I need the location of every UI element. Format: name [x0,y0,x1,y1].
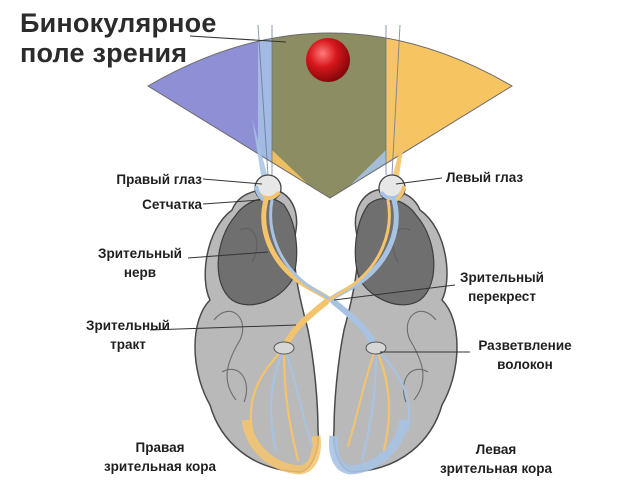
diagram-title-line2: поле зрения [20,38,188,68]
label-optic-nerve: Зрительный нерв [92,244,188,282]
visual-rays [257,24,401,176]
leader-lines [149,35,470,353]
label-optic-chiasm: Зрительный перекрест [452,268,552,306]
label-left-visual-cortex-line1: Левая [475,442,517,457]
label-optic-chiasm-line1: Зрительный [460,270,544,285]
label-optic-nerve-line1: Зрительный [98,246,182,261]
label-left-visual-cortex: Левая зрительная кора [434,440,558,478]
right-lateral-geniculate [273,341,295,355]
label-fiber-branching-line2: волокон [497,357,553,372]
label-right-eye: Правый глаз [116,172,202,187]
label-fiber-branching: Разветвление волокон [470,336,580,374]
label-optic-tract-line2: тракт [110,337,146,352]
label-right-visual-cortex-line2: зрительная кора [103,459,217,474]
label-optic-tract: Зрительный тракт [78,316,178,354]
red-ball-object [306,38,350,82]
optic-pathways [249,197,411,462]
label-retina: Сетчатка [142,197,202,212]
left-eye [378,174,406,203]
label-right-visual-cortex-line1: Правая [135,440,185,455]
label-fiber-branching-line1: Разветвление [478,338,572,353]
label-left-visual-cortex-line2: зрительная кора [439,461,553,476]
brain [194,188,458,475]
label-optic-chiasm-line2: перекрест [468,289,536,304]
left-lateral-geniculate [365,341,387,355]
right-eye [254,174,282,203]
label-optic-tract-line1: Зрительный [86,318,170,333]
label-optic-nerve-line2: нерв [123,265,157,280]
label-left-eye: Левый глаз [446,170,524,185]
diagram-title-line1: Бинокулярное [20,8,217,38]
label-right-visual-cortex: Правая зрительная кора [96,438,224,476]
